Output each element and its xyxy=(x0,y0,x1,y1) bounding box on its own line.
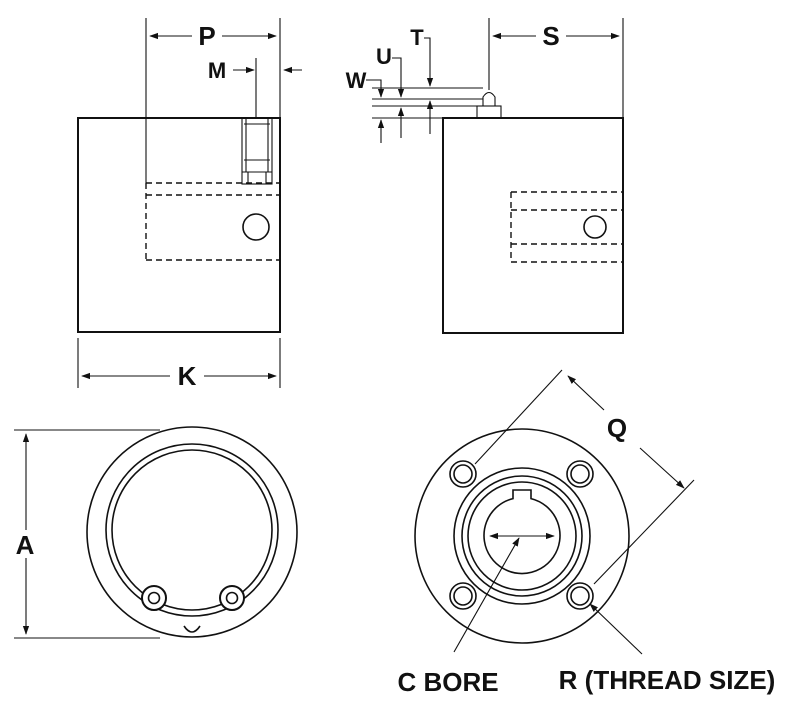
hub-inner-circle xyxy=(467,481,577,591)
bolt-hole-bottom-left xyxy=(449,582,477,610)
label-c-bore: C BORE xyxy=(397,667,498,697)
bolt-hole-top-left xyxy=(449,460,477,488)
grease-fitting-tip xyxy=(482,91,496,106)
mounting-lug-left-hole xyxy=(147,591,161,605)
leader-r-thread: R (THREAD SIZE) xyxy=(559,603,776,695)
hub-ring-inner xyxy=(111,449,273,611)
dimension-m: M xyxy=(208,58,302,118)
label-t: T xyxy=(410,25,424,50)
label-p: P xyxy=(198,21,215,51)
set-screw-boss xyxy=(241,117,273,185)
hub-step-circle xyxy=(461,475,583,597)
mounting-lug-left xyxy=(141,585,167,611)
outer-flange-circle xyxy=(86,426,298,638)
hub-outer-circle xyxy=(453,467,591,605)
dimension-k: K xyxy=(77,338,281,391)
grease-fitting-base xyxy=(476,105,502,119)
label-m: M xyxy=(208,58,226,83)
hidden-bore-lines-right xyxy=(510,191,623,263)
label-s: S xyxy=(542,21,559,51)
dimension-a: A xyxy=(14,429,160,639)
front-view-right xyxy=(414,428,630,644)
side-view-left xyxy=(77,117,281,333)
side-view-body xyxy=(77,117,281,333)
side-view-right xyxy=(442,91,624,334)
dimension-p: P xyxy=(145,18,281,183)
bottom-nub xyxy=(183,625,201,633)
label-k: K xyxy=(178,361,197,391)
dimension-t-u-w: T U W xyxy=(346,25,483,143)
label-a: A xyxy=(16,530,35,560)
label-q: Q xyxy=(607,413,627,443)
dimension-s: S xyxy=(488,18,624,118)
label-r-thread-size: R (THREAD SIZE) xyxy=(559,665,776,695)
bore-with-keyway xyxy=(483,489,561,575)
mounting-lug-right-hole xyxy=(225,591,239,605)
bolt-hole-top-right xyxy=(566,460,594,488)
end-view-left xyxy=(86,426,298,638)
label-w: W xyxy=(346,68,367,93)
label-u: U xyxy=(376,44,392,69)
bolt-hole-bottom-right xyxy=(566,582,594,610)
set-screw-hole-right xyxy=(583,215,607,239)
set-screw-hole xyxy=(242,213,270,241)
mounting-lug-right xyxy=(219,585,245,611)
dimension-q: Q xyxy=(474,369,695,585)
leader-c-bore: C BORE xyxy=(397,537,520,697)
hub-ring-outer xyxy=(105,443,279,617)
flange-outer-circle xyxy=(414,428,630,644)
side-view-right-body xyxy=(442,117,624,334)
